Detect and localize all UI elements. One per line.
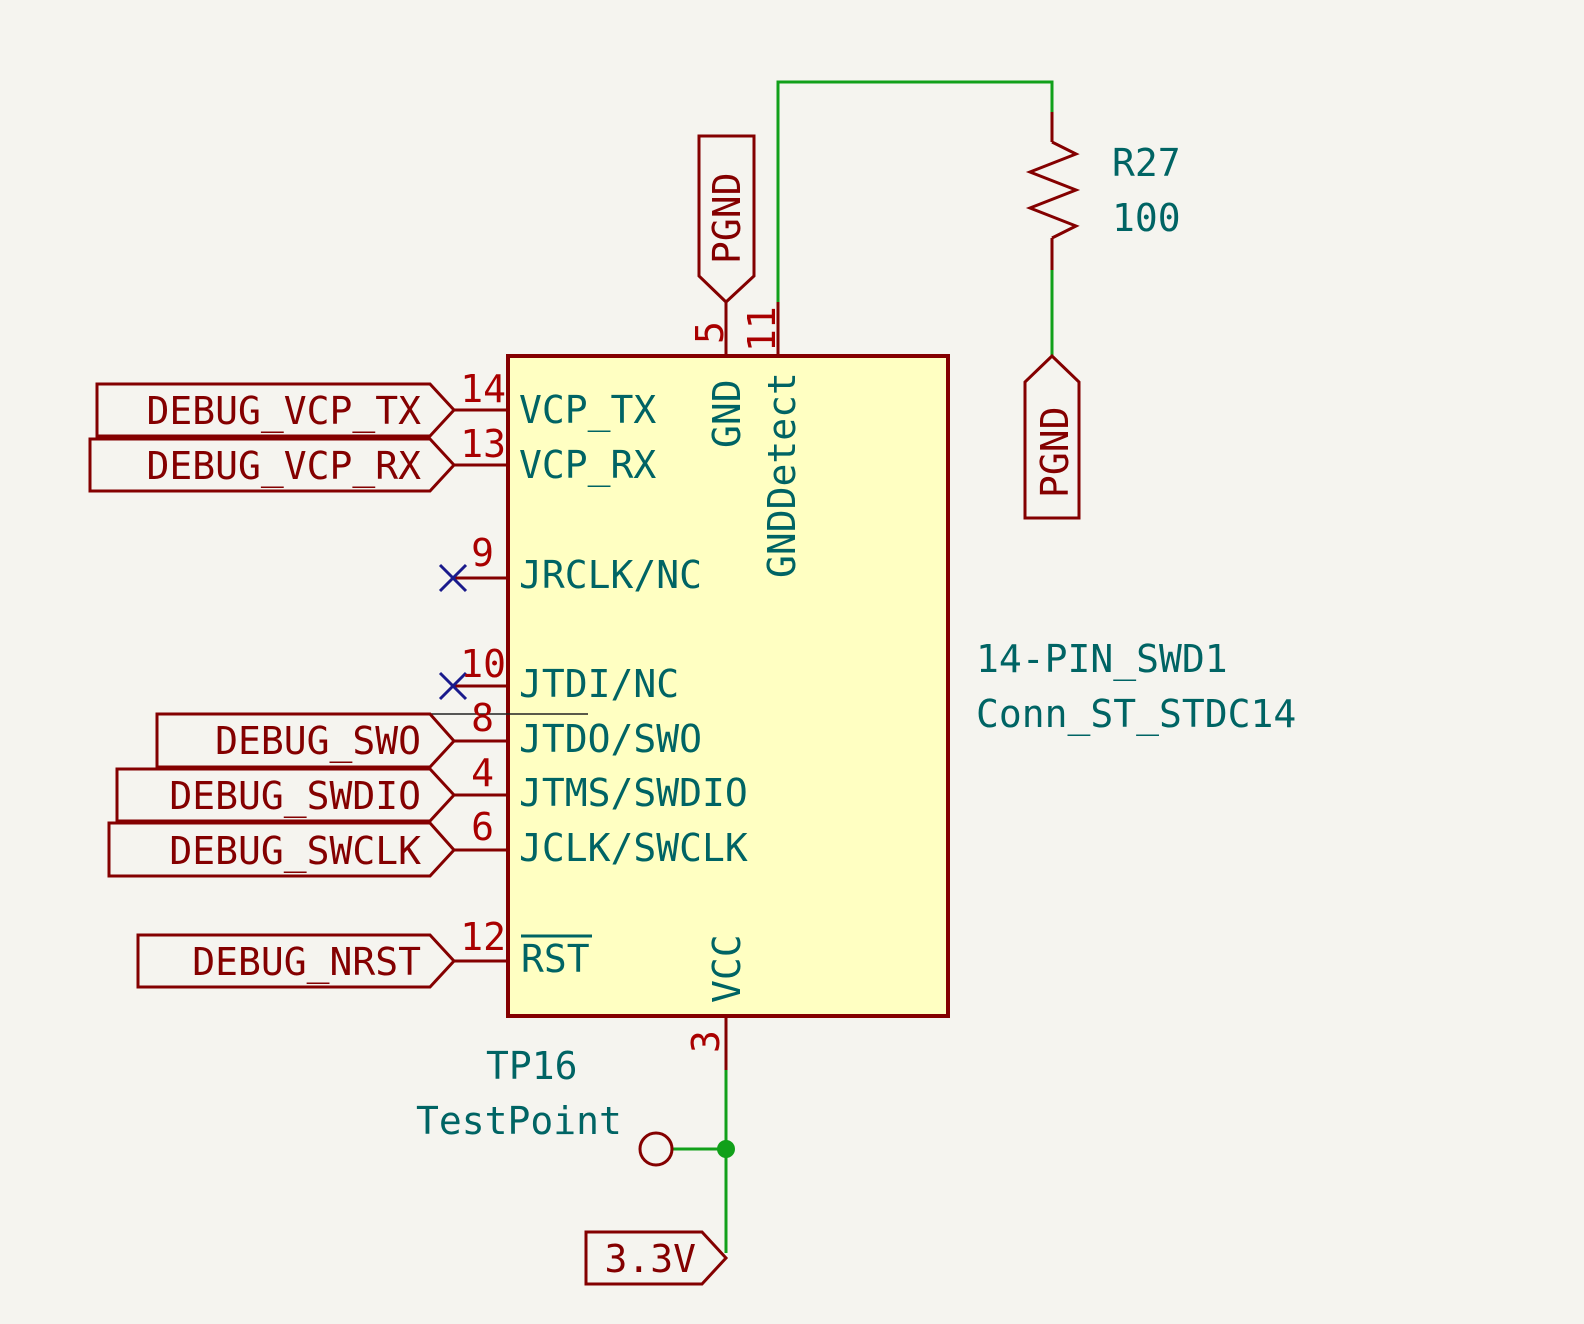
pin-number-6: 6 (471, 805, 494, 849)
label-supply-3v3-text: 3.3V (604, 1237, 696, 1281)
testpoint-reference[interactable]: TP16 (486, 1044, 578, 1088)
connector-reference[interactable]: 14-PIN_SWD1 (976, 637, 1228, 682)
pin-name-gnddetect: GNDDetect (760, 372, 804, 578)
pin-name-vcp-tx: VCP_TX (519, 388, 656, 433)
label-pgnd-right[interactable]: PGND (1023, 353, 1081, 520)
testpoint-value[interactable]: TestPoint (416, 1099, 622, 1143)
label-debug-vcp-tx[interactable]: DEBUG_VCP_TX (95, 382, 457, 438)
resistor-value[interactable]: 100 (1112, 196, 1181, 240)
junction-dot (717, 1140, 735, 1158)
pin-name-vcp-rx: VCP_RX (519, 443, 656, 488)
label-debug-vcp-rx-text: DEBUG_VCP_RX (146, 444, 421, 489)
label-debug-swo-text: DEBUG_SWO (215, 719, 421, 764)
resistor-r27[interactable] (1025, 112, 1081, 270)
pin-names: VCP_TX VCP_RX JRCLK/NC JTDI/NC JTDO/SWO … (519, 372, 804, 1003)
label-supply-3v3[interactable]: 3.3V (584, 1230, 729, 1286)
pin-number-3: 3 (684, 1030, 728, 1053)
pin-number-12: 12 (460, 915, 506, 959)
label-debug-swclk[interactable]: DEBUG_SWCLK (107, 821, 457, 878)
resistor-reference[interactable]: R27 (1112, 141, 1181, 185)
testpoint-circle[interactable] (638, 1131, 674, 1167)
connector-value[interactable]: Conn_ST_STDC14 (976, 692, 1296, 737)
pin-number-5: 5 (688, 321, 732, 344)
pin-number-9: 9 (471, 531, 494, 575)
label-debug-swo[interactable]: DEBUG_SWO (155, 712, 457, 769)
label-debug-swclk-text: DEBUG_SWCLK (169, 829, 421, 874)
pin-number-11: 11 (740, 306, 784, 352)
label-debug-nrst-text: DEBUG_NRST (192, 940, 421, 985)
pin-number-8: 8 (471, 696, 494, 740)
pin-name-vcc: VCC (705, 934, 749, 1003)
pin-name-jtdo-swo: JTDO/SWO (519, 717, 702, 761)
pin-number-4: 4 (471, 751, 494, 795)
no-connect-pin-10 (438, 671, 468, 701)
label-pgnd-top[interactable]: PGND (697, 134, 756, 305)
pin-lines (454, 302, 780, 1070)
pin-name-rst: RST (521, 937, 590, 981)
pin-name-jtdi-nc: JTDI/NC (519, 662, 679, 706)
connector-body[interactable] (506, 354, 950, 1018)
pin-name-jrclk-nc: JRCLK/NC (519, 553, 702, 597)
label-debug-nrst[interactable]: DEBUG_NRST (136, 933, 457, 989)
pin-number-13: 13 (460, 422, 506, 466)
label-pgnd-top-text: PGND (705, 172, 749, 264)
label-debug-swdio[interactable]: DEBUG_SWDIO (115, 767, 457, 823)
label-debug-vcp-rx[interactable]: DEBUG_VCP_RX (88, 437, 457, 493)
pin-name-gnd: GND (705, 379, 749, 448)
wire-gnddetect-to-r27[interactable] (776, 80, 1054, 325)
pin-name-jtms-swdio: JTMS/SWDIO (519, 771, 748, 815)
label-pgnd-right-text: PGND (1033, 406, 1077, 498)
pin-name-jclk-swclk: JCLK/SWCLK (519, 826, 748, 870)
no-connect-pin-9 (438, 563, 468, 593)
label-debug-swdio-text: DEBUG_SWDIO (169, 774, 421, 819)
label-debug-vcp-tx-text: DEBUG_VCP_TX (146, 389, 421, 434)
pin-numbers: 14 13 9 10 8 4 6 12 5 11 3 (460, 306, 784, 1053)
pin-number-10: 10 (460, 642, 506, 686)
pin-number-14: 14 (460, 367, 506, 411)
wires (673, 80, 1054, 1253)
